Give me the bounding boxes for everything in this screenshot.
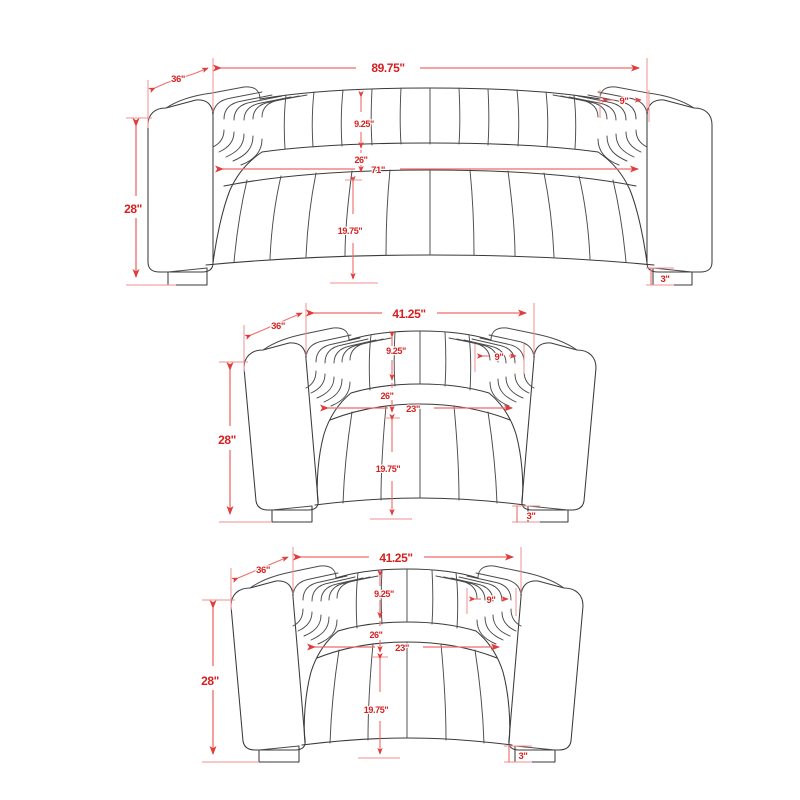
sofa-label-back-height: 9.25" [354,119,374,129]
armchair1-dim-seat-width: 23" [320,403,513,416]
figure-sofa: 89.75" 36" 28" 9.25" 26" [123,58,713,286]
armchair2-dim-depth: 36" [230,556,289,610]
armchair1-dim-arm-width: 9" [474,344,525,374]
armchair1-label-overall-width: 41.25" [392,307,425,321]
sofa-dim-height: 28" [123,117,176,286]
sofa-dim-arm-width: 9" [599,90,650,122]
sofa-dim-seat-drop: 19.75" [330,175,378,284]
armchair1-label-seat-drop: 19.75" [376,464,401,474]
armchair1-label-arm-width: 9" [495,352,504,363]
sofa-label-seat-height: 26" [354,155,367,165]
sofa-dim-seat-height: 26" [353,150,369,173]
sofa-label-seat-drop: 19.75" [338,226,363,236]
armchair2-dim-leg-height: 3" [504,745,532,763]
armchair2-label-seat-width: 23" [395,643,409,654]
sofa-label-leg-height: 3" [661,274,670,285]
sofa-dim-depth: 36" [147,67,209,128]
armchair1-body-outline [243,327,597,523]
armchair2-dim-back-height: 9.25" [373,569,396,619]
sofa-label-seat-width: 71" [371,165,385,176]
figure-armchair-2: 41.25" 36" 28" 9.25" 26" [200,547,584,763]
sofa-label-depth: 36" [171,74,185,85]
armchair2-dim-overall-width: 41.25" [292,547,522,594]
sofa-dim-overall-width: 89.75" [212,58,648,112]
armchair2-dim-seat-height: 26" [368,621,384,653]
armchair2-label-arm-width: 9" [487,595,496,606]
armchair2-dim-height: 28" [200,599,259,763]
armchair1-dim-seat-height: 26" [379,383,395,413]
armchair2-body-outline [230,565,584,763]
armchair1-label-leg-height: 3" [527,511,536,522]
armchair2-dim-seat-drop: 19.75" [358,652,400,759]
figure-armchair-1: 41.25" 36" 28" 9.25" 26" [217,303,597,523]
armchair1-label-back-height: 9.25" [386,346,406,356]
sofa-dim-leg-height: 3" [646,267,674,286]
armchair2-label-depth: 36" [256,565,270,576]
armchair2-label-overall-width: 41.25" [379,551,412,565]
sofa-label-arm-width: 9" [620,96,629,107]
armchair1-dim-back-height: 9.25" [385,330,408,381]
sofa-dim-seat-width: 71" [215,164,639,177]
armchair2-dim-seat-width: 23" [307,642,500,655]
armchair1-dim-height: 28" [217,361,272,523]
armchair1-label-height: 28" [218,433,236,447]
sofa-dim-back-height: 9.25" [353,90,376,149]
armchair2-dim-arm-width: 9" [466,588,517,616]
armchair1-label-seat-height: 26" [380,391,393,401]
armchair1-dim-leg-height: 3" [512,505,540,523]
armchair2-label-seat-drop: 19.75" [364,705,389,715]
armchair1-dim-seat-drop: 19.75" [370,413,412,520]
sofa-body-outline [147,86,713,286]
armchair1-label-seat-width: 23" [406,404,420,415]
sofa-label-height: 28" [124,202,142,216]
armchair1-dim-overall-width: 41.25" [305,303,535,356]
armchair2-label-height: 28" [201,674,219,688]
armchair2-label-seat-height: 26" [369,630,382,640]
sofa-label-overall-width: 89.75" [371,61,404,75]
armchair1-dim-depth: 36" [243,312,303,372]
armchair1-label-depth: 36" [271,321,285,332]
armchair2-label-back-height: 9.25" [374,589,394,599]
armchair2-label-leg-height: 3" [519,751,528,762]
